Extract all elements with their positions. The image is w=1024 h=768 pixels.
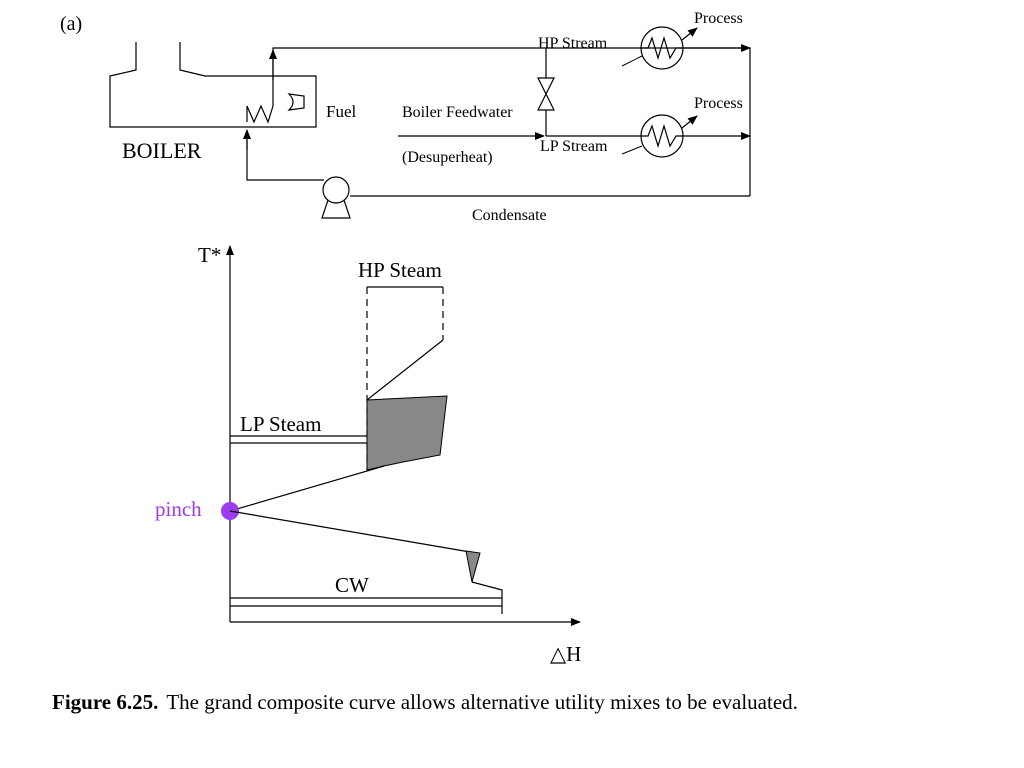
grand-composite-curve: T* △H HP Steam LP Steam pinch CW	[155, 243, 581, 666]
process-bottom-label: Process	[694, 95, 743, 112]
flowsheet: (a) BOILER Fuel HP Stream Process Boiler	[60, 10, 751, 224]
process-top-arrow	[681, 27, 698, 41]
cw-label: CW	[335, 573, 369, 597]
figure-caption: Figure 6.25. The grand composite curve al…	[52, 690, 992, 715]
pump-icon	[321, 176, 351, 219]
condensate-label: Condensate	[472, 207, 547, 224]
process-top-label: Process	[694, 10, 743, 27]
hp-stream-label: HP Stream	[538, 35, 608, 52]
gcc-curve-above-pinch	[229, 465, 385, 512]
x-axis-label: △H	[550, 642, 581, 666]
gcc-curve-below-pinch	[229, 510, 471, 553]
hp-steam-label: HP Steam	[358, 258, 442, 282]
y-axis-label: T*	[198, 243, 221, 267]
boiler-outline	[109, 42, 317, 128]
lp-exchanger-icon	[621, 114, 684, 158]
burner-icon	[287, 93, 305, 111]
boiler-label: BOILER	[122, 138, 202, 163]
boiler-coil-icon	[246, 104, 274, 124]
gcc-curve-upper-segment	[366, 339, 444, 401]
caption-text: The grand composite curve allows alterna…	[166, 690, 798, 714]
fuel-label: Fuel	[326, 102, 357, 121]
feedwater-label: Boiler Feedwater	[402, 104, 513, 121]
desuperheat-label: (Desuperheat)	[402, 149, 493, 166]
pinch-label: pinch	[155, 497, 202, 521]
hp-header-line	[272, 47, 751, 196]
lp-stream-label: LP Stream	[540, 138, 608, 155]
lower-pocket-area	[465, 550, 481, 583]
process-bottom-arrow	[681, 115, 698, 129]
lp-steam-label: LP Steam	[240, 412, 321, 436]
letdown-valve-icon	[537, 48, 555, 136]
hp-exchanger-icon	[621, 26, 684, 70]
panel-label: (a)	[60, 13, 82, 35]
upper-pocket-area	[366, 395, 448, 471]
caption-number: Figure 6.25.	[52, 690, 159, 714]
condensate-to-boiler-line	[246, 140, 324, 181]
